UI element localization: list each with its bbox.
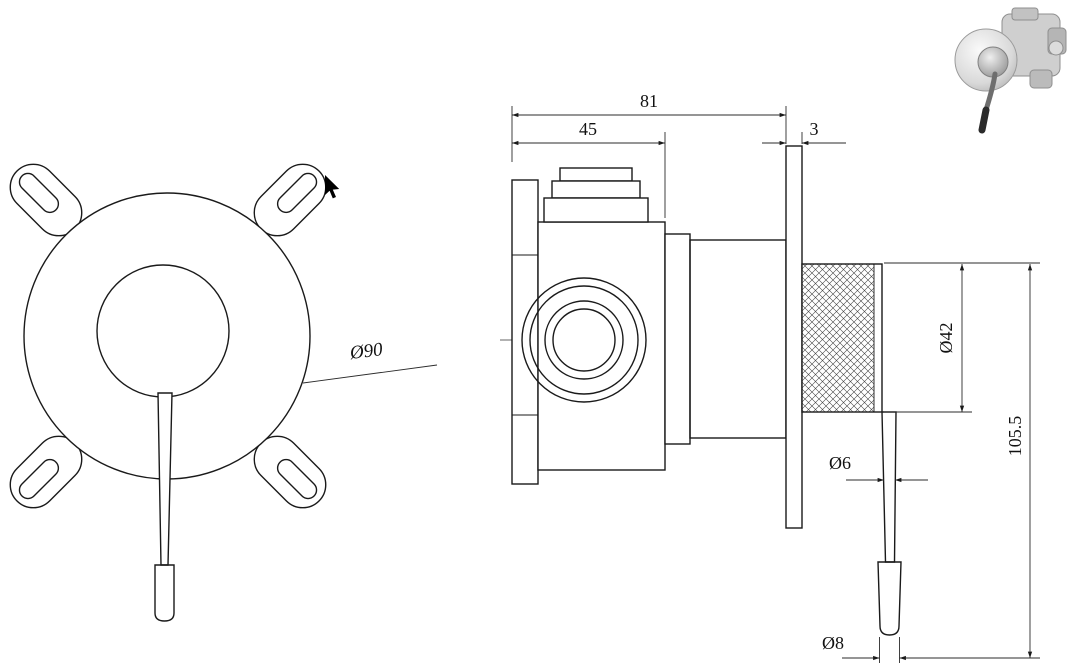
dim-overall-height-label: 105.5 (1005, 416, 1025, 457)
dim-knob-diameter: Ø42 (936, 263, 965, 413)
dim-plate-diameter: Ø90 (302, 339, 438, 384)
handle-grip-front (154, 564, 175, 622)
dim-stem-diameter-label: Ø6 (829, 453, 851, 473)
wall-plate (785, 145, 803, 529)
plate-edge-profile (511, 179, 539, 485)
cursor-pointer-icon (325, 175, 340, 199)
dim-knob-diameter-label: Ø42 (936, 323, 956, 354)
dim-overall-height: 105.5 (1005, 263, 1033, 658)
product-photo (954, 7, 1067, 134)
product-photo-valve-body (1001, 7, 1067, 89)
dim-overall-depth: 81 (512, 91, 786, 118)
dim-plate-thickness-label: 3 (810, 119, 819, 139)
valve-cap-mid (551, 180, 641, 199)
shoulder-step (664, 233, 691, 445)
dim-tip-diameter: Ø8 (822, 633, 1040, 661)
handle-lever-front (157, 392, 173, 566)
dim-tip-diameter-label: Ø8 (822, 633, 844, 653)
valve-cap-top (559, 167, 633, 182)
handle-grip-side (877, 561, 902, 636)
mounting-ear-bottom-right (253, 435, 327, 509)
mounting-ear-top-left (9, 163, 83, 237)
front-view: Ø90 (9, 163, 438, 622)
valve-port-circles (521, 277, 647, 403)
valve-body-profile (537, 221, 666, 471)
dim-body-depth-label: 45 (579, 119, 597, 139)
handle-stem-side (881, 411, 897, 563)
dim-stem-diameter: Ø6 (829, 453, 928, 483)
dim-body-depth: 45 (512, 119, 665, 146)
knob-knurl-texture (802, 264, 874, 412)
mounting-ear-bottom-left (9, 435, 83, 509)
product-photo-lever-tip (978, 106, 990, 134)
dim-plate-thickness: 3 (762, 119, 846, 146)
mounting-ear-top-right (253, 163, 327, 237)
knob-cylinder-outline (801, 263, 883, 413)
dim-plate-diameter-label: Ø90 (348, 339, 385, 364)
valve-cap-base (543, 197, 649, 223)
dimensions: 81 45 3 Ø42 105.5 Ø6 (511, 91, 1040, 663)
threaded-section (689, 239, 787, 439)
dim-overall-depth-label: 81 (640, 91, 658, 111)
escutcheon-inner-circle (96, 264, 230, 398)
side-view (500, 145, 902, 636)
